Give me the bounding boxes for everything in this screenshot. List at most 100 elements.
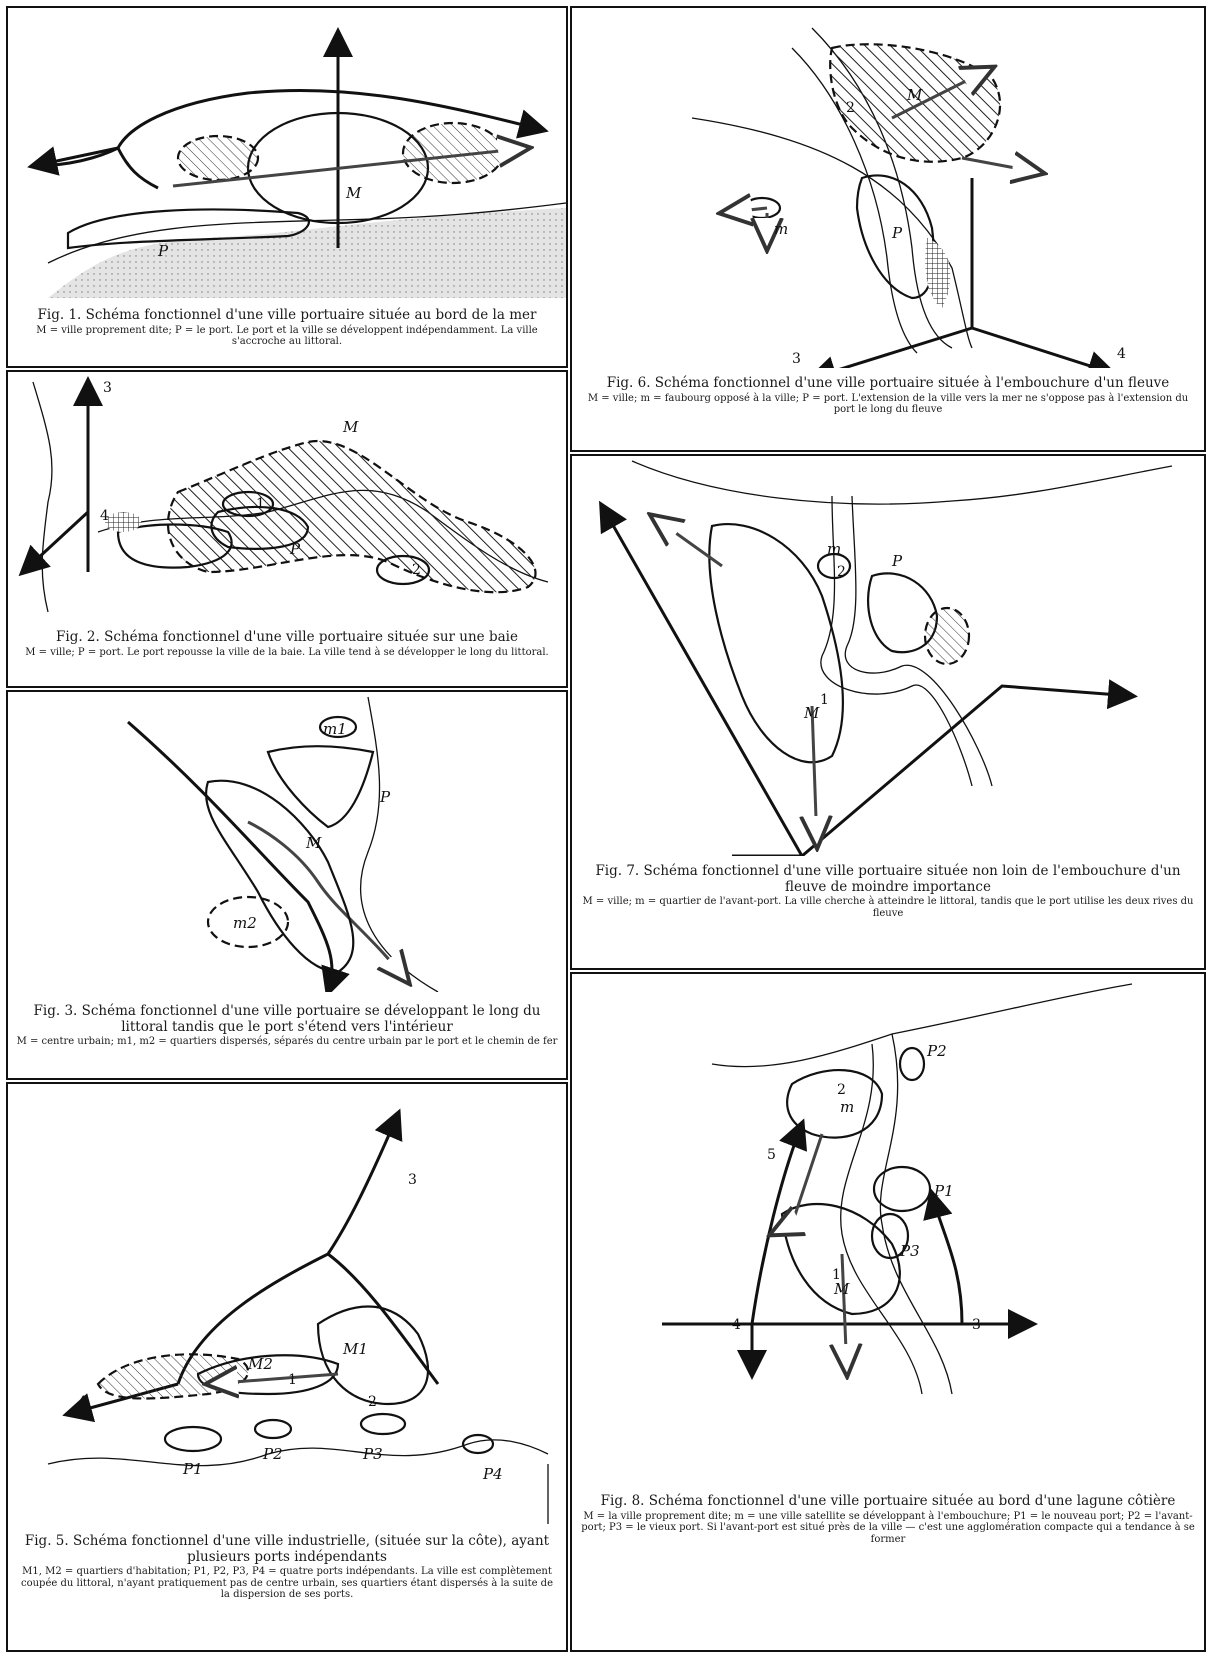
figure-2-caption: Fig. 2. Schéma fonctionnel d'une ville p… xyxy=(16,630,558,646)
zone-m1 xyxy=(318,1307,428,1405)
figure-7-diagram: m 2 M P 1 xyxy=(572,456,1204,856)
growth-arrow-e xyxy=(962,158,1042,173)
label-m1: m1 xyxy=(323,720,347,738)
port-p1 xyxy=(165,1427,221,1451)
label-m-lower: m xyxy=(774,220,788,238)
label-m: M xyxy=(305,834,322,852)
figure-7-panel: m 2 M P 1 Fig. 7. Schéma fonctionnel d'u… xyxy=(570,454,1206,970)
port-p3 xyxy=(361,1414,405,1434)
river-left xyxy=(33,382,52,612)
growth-arrow-south xyxy=(812,706,817,846)
label-4: 4 xyxy=(100,508,109,524)
figure-6-diagram: 3 4 2 M m P xyxy=(572,8,1204,368)
figure-1-diagram: M P xyxy=(8,8,566,298)
figure-3-caption-block: Fig. 3. Schéma fonctionnel d'une ville p… xyxy=(16,1004,558,1048)
label-p3: P3 xyxy=(899,1242,920,1260)
road-3 xyxy=(812,328,972,368)
extension-west xyxy=(178,136,258,180)
figure-6-panel: 3 4 2 M m P Fig. 6. Schéma fonctionnel d… xyxy=(570,6,1206,452)
label-p: P xyxy=(891,552,903,570)
label-3: 3 xyxy=(972,1317,981,1333)
figure-3-panel: m1 m2 M P Fig. 3. Schéma fonctionnel d'u… xyxy=(6,690,568,1080)
label-5: 5 xyxy=(767,1147,776,1163)
figure-8-panel: 4 3 5 2 1 m M P1 P2 P3 Fig. 8. Schéma fo… xyxy=(570,972,1206,1652)
road-east xyxy=(328,1254,438,1384)
growth-arrow-south xyxy=(842,1254,847,1374)
growth-arrow-south xyxy=(248,822,408,982)
figure-7-caption: Fig. 7. Schéma fonctionnel d'une ville p… xyxy=(580,864,1196,895)
figure-3-caption: Fig. 3. Schéma fonctionnel d'une ville p… xyxy=(16,1004,558,1035)
growth-arrow-link xyxy=(772,1134,822,1234)
figure-2-diagram: 3 4 1 2 M P xyxy=(8,372,566,622)
figure-7-legend: M = ville; m = quartier de l'avant-port.… xyxy=(580,896,1196,919)
label-p2: P2 xyxy=(926,1042,947,1060)
road-branch xyxy=(118,148,158,188)
label-m-small: m xyxy=(827,540,841,558)
road-west xyxy=(23,512,88,572)
figure-6-legend: M = ville; m = faubourg opposé à la vill… xyxy=(580,393,1196,416)
figure-5-caption: Fig. 5. Schéma fonctionnel d'une ville i… xyxy=(16,1534,558,1565)
figure-5-caption-block: Fig. 5. Schéma fonctionnel d'une ville i… xyxy=(16,1534,558,1601)
sea-area xyxy=(48,208,566,298)
label-p: P xyxy=(891,224,903,242)
label-p1: P1 xyxy=(933,1182,954,1200)
river-bank-b xyxy=(845,496,992,786)
label-m-small: m xyxy=(840,1098,854,1116)
label-2: 2 xyxy=(412,562,421,578)
label-1: 1 xyxy=(256,496,265,512)
figure-6-caption-block: Fig. 6. Schéma fonctionnel d'une ville p… xyxy=(580,376,1196,416)
figure-1-legend: M = ville proprement dite; P = le port. … xyxy=(16,325,558,348)
railway-road xyxy=(128,722,332,992)
road-3 xyxy=(932,1194,962,1324)
label-m: M xyxy=(342,418,359,436)
figure-3-legend: M = centre urbain; m1, m2 = quartiers di… xyxy=(16,1036,558,1048)
label-3: 3 xyxy=(792,351,801,367)
port-p2 xyxy=(255,1420,291,1438)
road-4 xyxy=(972,328,1112,368)
road-northwest xyxy=(602,506,802,856)
figure-5-legend: M1, M2 = quartiers d'habitation; P1, P2,… xyxy=(16,1566,558,1601)
port-p1 xyxy=(874,1167,930,1211)
satellite-zone-m xyxy=(787,1070,882,1138)
figure-1-panel: M P Fig. 1. Schéma fonctionnel d'une vil… xyxy=(6,6,568,368)
figure-8-caption-block: Fig. 8. Schéma fonctionnel d'une ville p… xyxy=(580,1494,1196,1545)
label-4: 4 xyxy=(78,1394,87,1410)
label-m: M xyxy=(906,86,923,104)
label-m1: M1 xyxy=(342,1340,368,1358)
label-4: 4 xyxy=(1117,346,1126,362)
label-2: 2 xyxy=(837,1082,846,1098)
figure-6-caption: Fig. 6. Schéma fonctionnel d'une ville p… xyxy=(580,376,1196,392)
figure-1-caption-block: Fig. 1. Schéma fonctionnel d'une ville p… xyxy=(16,308,558,348)
label-m2: m2 xyxy=(233,914,257,932)
port-p2 xyxy=(900,1048,924,1080)
label-m: M xyxy=(803,704,820,722)
figure-3-diagram: m1 m2 M P xyxy=(8,692,566,992)
figure-8-diagram: 4 3 5 2 1 m M P1 P2 P3 xyxy=(572,974,1204,1474)
label-3: 3 xyxy=(408,1172,417,1188)
zone-grid xyxy=(925,238,950,308)
label-2: 2 xyxy=(837,564,846,580)
label-p4: P4 xyxy=(482,1465,503,1483)
road-east xyxy=(802,686,1132,856)
figure-8-legend: M = la ville proprement dite; m = une vi… xyxy=(580,1511,1196,1546)
label-1: 1 xyxy=(288,1372,297,1388)
growth-arrow-coast xyxy=(652,516,722,566)
label-p1: P1 xyxy=(182,1460,203,1478)
city-zone-m xyxy=(168,441,536,592)
label-2: 2 xyxy=(368,1394,377,1410)
coastline xyxy=(361,697,438,992)
figure-5-diagram: 3 4 1 2 M2 M1 P1 P2 P3 P4 xyxy=(8,1084,566,1524)
label-3: 3 xyxy=(103,380,112,396)
label-4: 4 xyxy=(732,1317,741,1333)
label-m: M xyxy=(345,184,362,202)
label-p: P xyxy=(379,788,391,806)
port-zone-p xyxy=(268,746,373,827)
figure-7-caption-block: Fig. 7. Schéma fonctionnel d'une ville p… xyxy=(580,864,1196,919)
coastline xyxy=(632,461,1172,504)
label-p3: P3 xyxy=(362,1445,383,1463)
figure-2-caption-block: Fig. 2. Schéma fonctionnel d'une ville p… xyxy=(16,630,558,658)
zone-4 xyxy=(105,512,141,532)
port-extension xyxy=(925,608,969,664)
figure-2-panel: 3 4 1 2 M P Fig. 2. Schéma fonctionnel d… xyxy=(6,370,568,688)
figure-5-panel: 3 4 1 2 M2 M1 P1 P2 P3 P4 Fig. 5. Schéma… xyxy=(6,1082,568,1652)
